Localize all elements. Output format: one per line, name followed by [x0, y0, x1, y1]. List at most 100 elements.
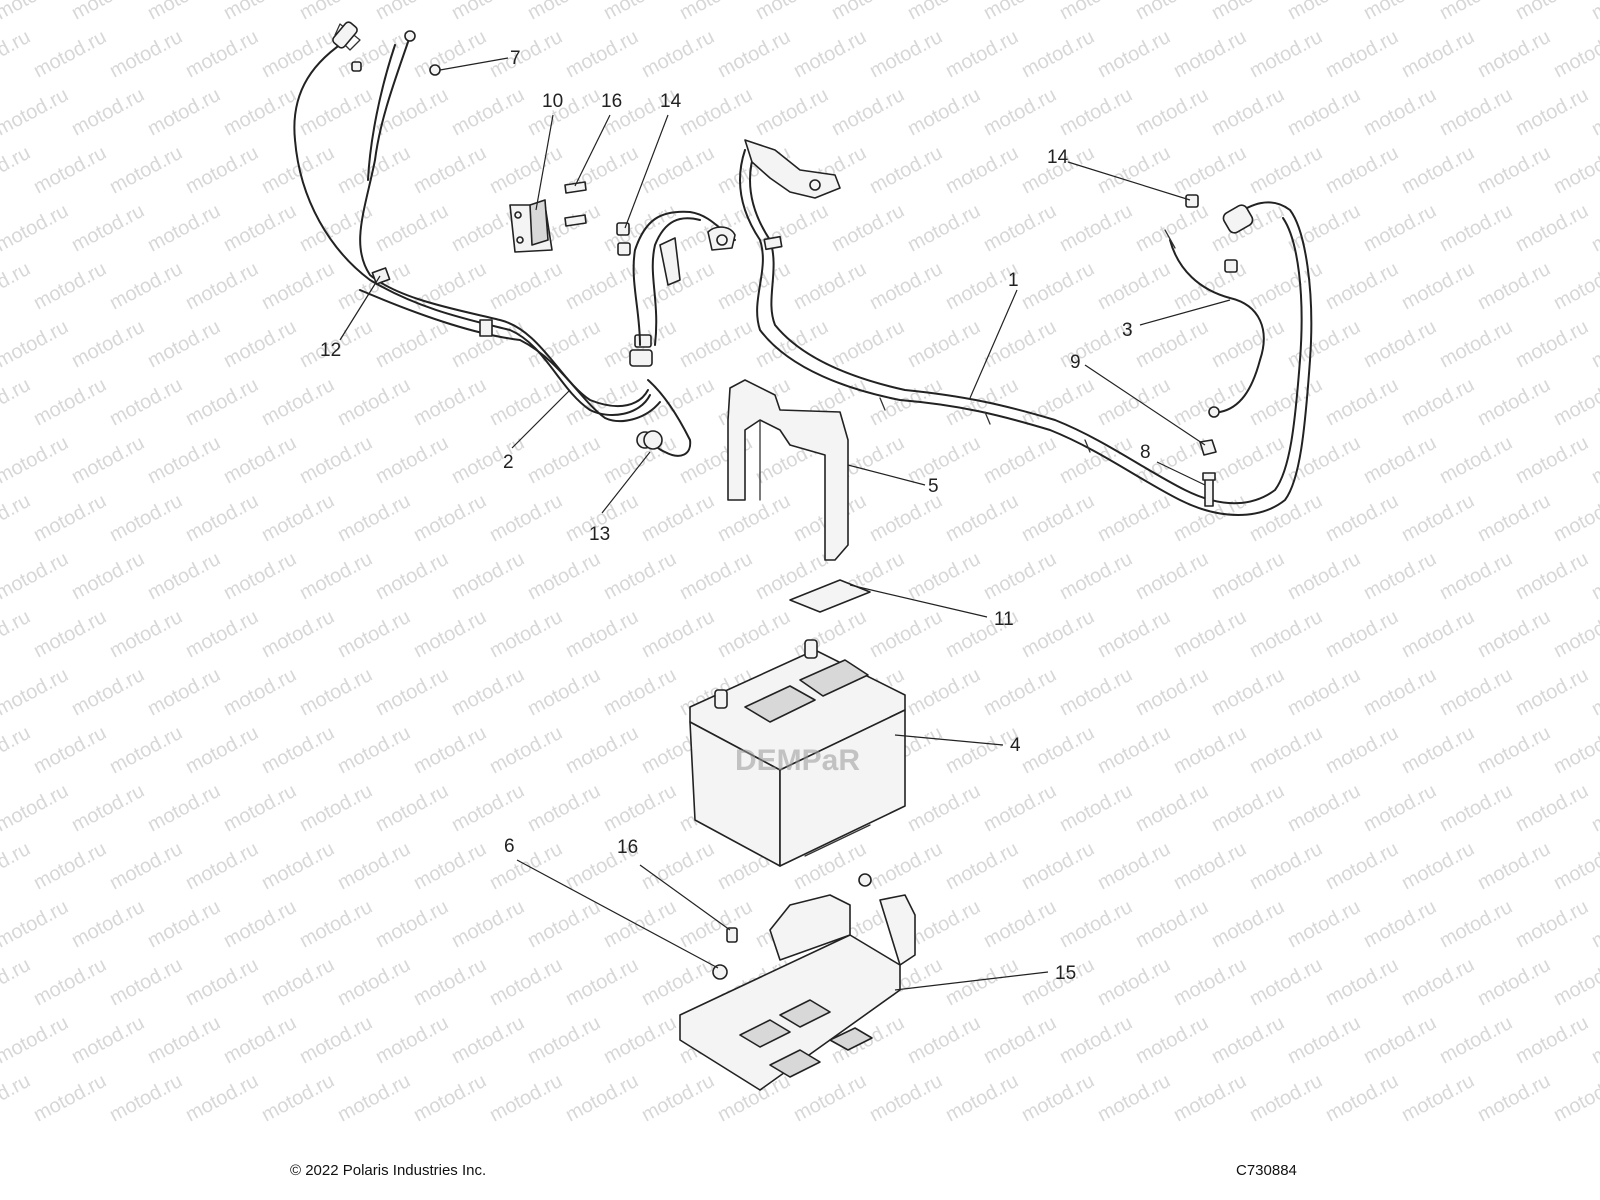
watermark-text: motod.ru: [980, 200, 1060, 256]
watermark-text: motod.ru: [904, 432, 984, 488]
watermark-text: motod.ru: [258, 490, 338, 546]
watermark-text: motod.ru: [1474, 490, 1554, 546]
watermark-text: motod.ru: [1246, 838, 1326, 894]
watermark-text: motod.ru: [942, 838, 1022, 894]
watermark-text: motod.ru: [68, 200, 148, 256]
watermark-text: motod.ru: [524, 664, 604, 720]
watermark-text: motod.ru: [1208, 1012, 1288, 1068]
watermark-text: motod.ru: [524, 896, 604, 952]
watermark-text: motod.ru: [68, 432, 148, 488]
watermark-text: motod.ru: [1094, 722, 1174, 778]
watermark-text: motod.ru: [372, 664, 452, 720]
watermark-text: motod.ru: [1056, 548, 1136, 604]
watermark-text: motod.ru: [1208, 896, 1288, 952]
watermark-text: motod.ru: [182, 258, 262, 314]
watermark-text: motod.ru: [1360, 780, 1440, 836]
watermark-text: motod.ru: [714, 26, 794, 82]
watermark-text: motod.ru: [1398, 606, 1478, 662]
watermark-text: motod.ru: [182, 954, 262, 1010]
watermark-text: motod.ru: [1246, 258, 1326, 314]
watermark-text: motod.ru: [220, 896, 300, 952]
watermark-text: motod.ru: [1246, 1070, 1326, 1126]
watermark-text: motod.ru: [410, 142, 490, 198]
watermark-text: motod.ru: [1398, 26, 1478, 82]
watermark-text: motod.ru: [1360, 200, 1440, 256]
watermark-text: motod.ru: [1056, 1012, 1136, 1068]
watermark-text: motod.ru: [1474, 722, 1554, 778]
watermark-text: motod.ru: [904, 896, 984, 952]
battery-4: [689, 639, 906, 867]
cable-small: [1164, 229, 1265, 418]
bolt-16-top: [564, 181, 587, 227]
watermark-text: motod.ru: [220, 432, 300, 488]
watermark-text: motod.ru: [68, 0, 148, 24]
watermark-text: motod.ru: [1398, 954, 1478, 1010]
callout-16-top: 16: [601, 91, 622, 112]
watermark-text: motod.ru: [1474, 838, 1554, 894]
watermark-text: motod.ru: [258, 954, 338, 1010]
watermark-text: motod.ru: [980, 1012, 1060, 1068]
copyright-notice: © 2022 Polaris Industries Inc.: [290, 1162, 487, 1179]
watermark-text: motod.ru: [676, 316, 756, 372]
watermark-text: motod.ru: [1170, 838, 1250, 894]
watermark-text: motod.ru: [1208, 0, 1288, 24]
watermark-text: motod.ru: [30, 26, 110, 82]
watermark-text: motod.ru: [638, 1070, 718, 1126]
watermark-text: motod.ru: [220, 316, 300, 372]
watermark-text: motod.ru: [106, 722, 186, 778]
watermark-text: motod.ru: [258, 838, 338, 894]
watermark-text: motod.ru: [1360, 432, 1440, 488]
watermark-text: motod.ru: [0, 432, 72, 488]
watermark-text: motod.ru: [372, 896, 452, 952]
watermark-text: motod.ru: [562, 374, 642, 430]
watermark-text: motod.ru: [1474, 26, 1554, 82]
callout-6: 6: [504, 836, 515, 857]
watermark-text: motod.ru: [562, 954, 642, 1010]
watermark-text: motod.ru: [1322, 26, 1402, 82]
watermark-text: motod.ru: [676, 548, 756, 604]
watermark-text: motod.ru: [1550, 142, 1600, 198]
watermark-text: motod.ru: [0, 0, 72, 24]
watermark-text: motod.ru: [0, 548, 72, 604]
watermark-text: motod.ru: [752, 0, 832, 24]
watermark-text: motod.ru: [144, 664, 224, 720]
watermark-text: motod.ru: [486, 954, 566, 1010]
watermark-text: motod.ru: [68, 780, 148, 836]
watermark-text: motod.ru: [372, 780, 452, 836]
watermark-text: motod.ru: [904, 548, 984, 604]
watermark-text: motod.ru: [182, 490, 262, 546]
watermark-text: motod.ru: [1588, 84, 1600, 140]
callout-8: 8: [1140, 442, 1151, 463]
watermark-text: motod.ru: [144, 896, 224, 952]
watermark-text: motod.ru: [1056, 896, 1136, 952]
watermark-text: motod.ru: [1512, 1012, 1592, 1068]
watermark-text: motod.ru: [1170, 606, 1250, 662]
watermark-text: motod.ru: [1018, 606, 1098, 662]
watermark-text: motod.ru: [334, 954, 414, 1010]
watermark-text: motod.ru: [372, 316, 452, 372]
watermark-text: motod.ru: [448, 432, 528, 488]
watermark-text: motod.ru: [1512, 664, 1592, 720]
watermark-text: motod.ru: [334, 374, 414, 430]
watermark-text: motod.ru: [1208, 664, 1288, 720]
watermark-text: motod.ru: [1512, 548, 1592, 604]
watermark-text: motod.ru: [410, 954, 490, 1010]
watermark-text: motod.ru: [68, 548, 148, 604]
watermark-text: motod.ru: [1284, 432, 1364, 488]
watermark-text: motod.ru: [1208, 780, 1288, 836]
watermark-text: motod.ru: [1246, 606, 1326, 662]
watermark-text: motod.ru: [1170, 26, 1250, 82]
watermark-text: motod.ru: [372, 548, 452, 604]
watermark-text: motod.ru: [1322, 142, 1402, 198]
watermark-text: motod.ru: [980, 0, 1060, 24]
watermark-text: motod.ru: [220, 84, 300, 140]
watermark-text: motod.ru: [1436, 316, 1516, 372]
callout-2: 2: [503, 452, 514, 473]
watermark-text: motod.ru: [1436, 200, 1516, 256]
watermark-text: motod.ru: [600, 1012, 680, 1068]
watermark-text: motod.ru: [182, 26, 262, 82]
watermark-text: motod.ru: [942, 142, 1022, 198]
watermark-text: motod.ru: [638, 838, 718, 894]
watermark-text: motod.ru: [1512, 316, 1592, 372]
watermark-text: motod.ru: [258, 258, 338, 314]
